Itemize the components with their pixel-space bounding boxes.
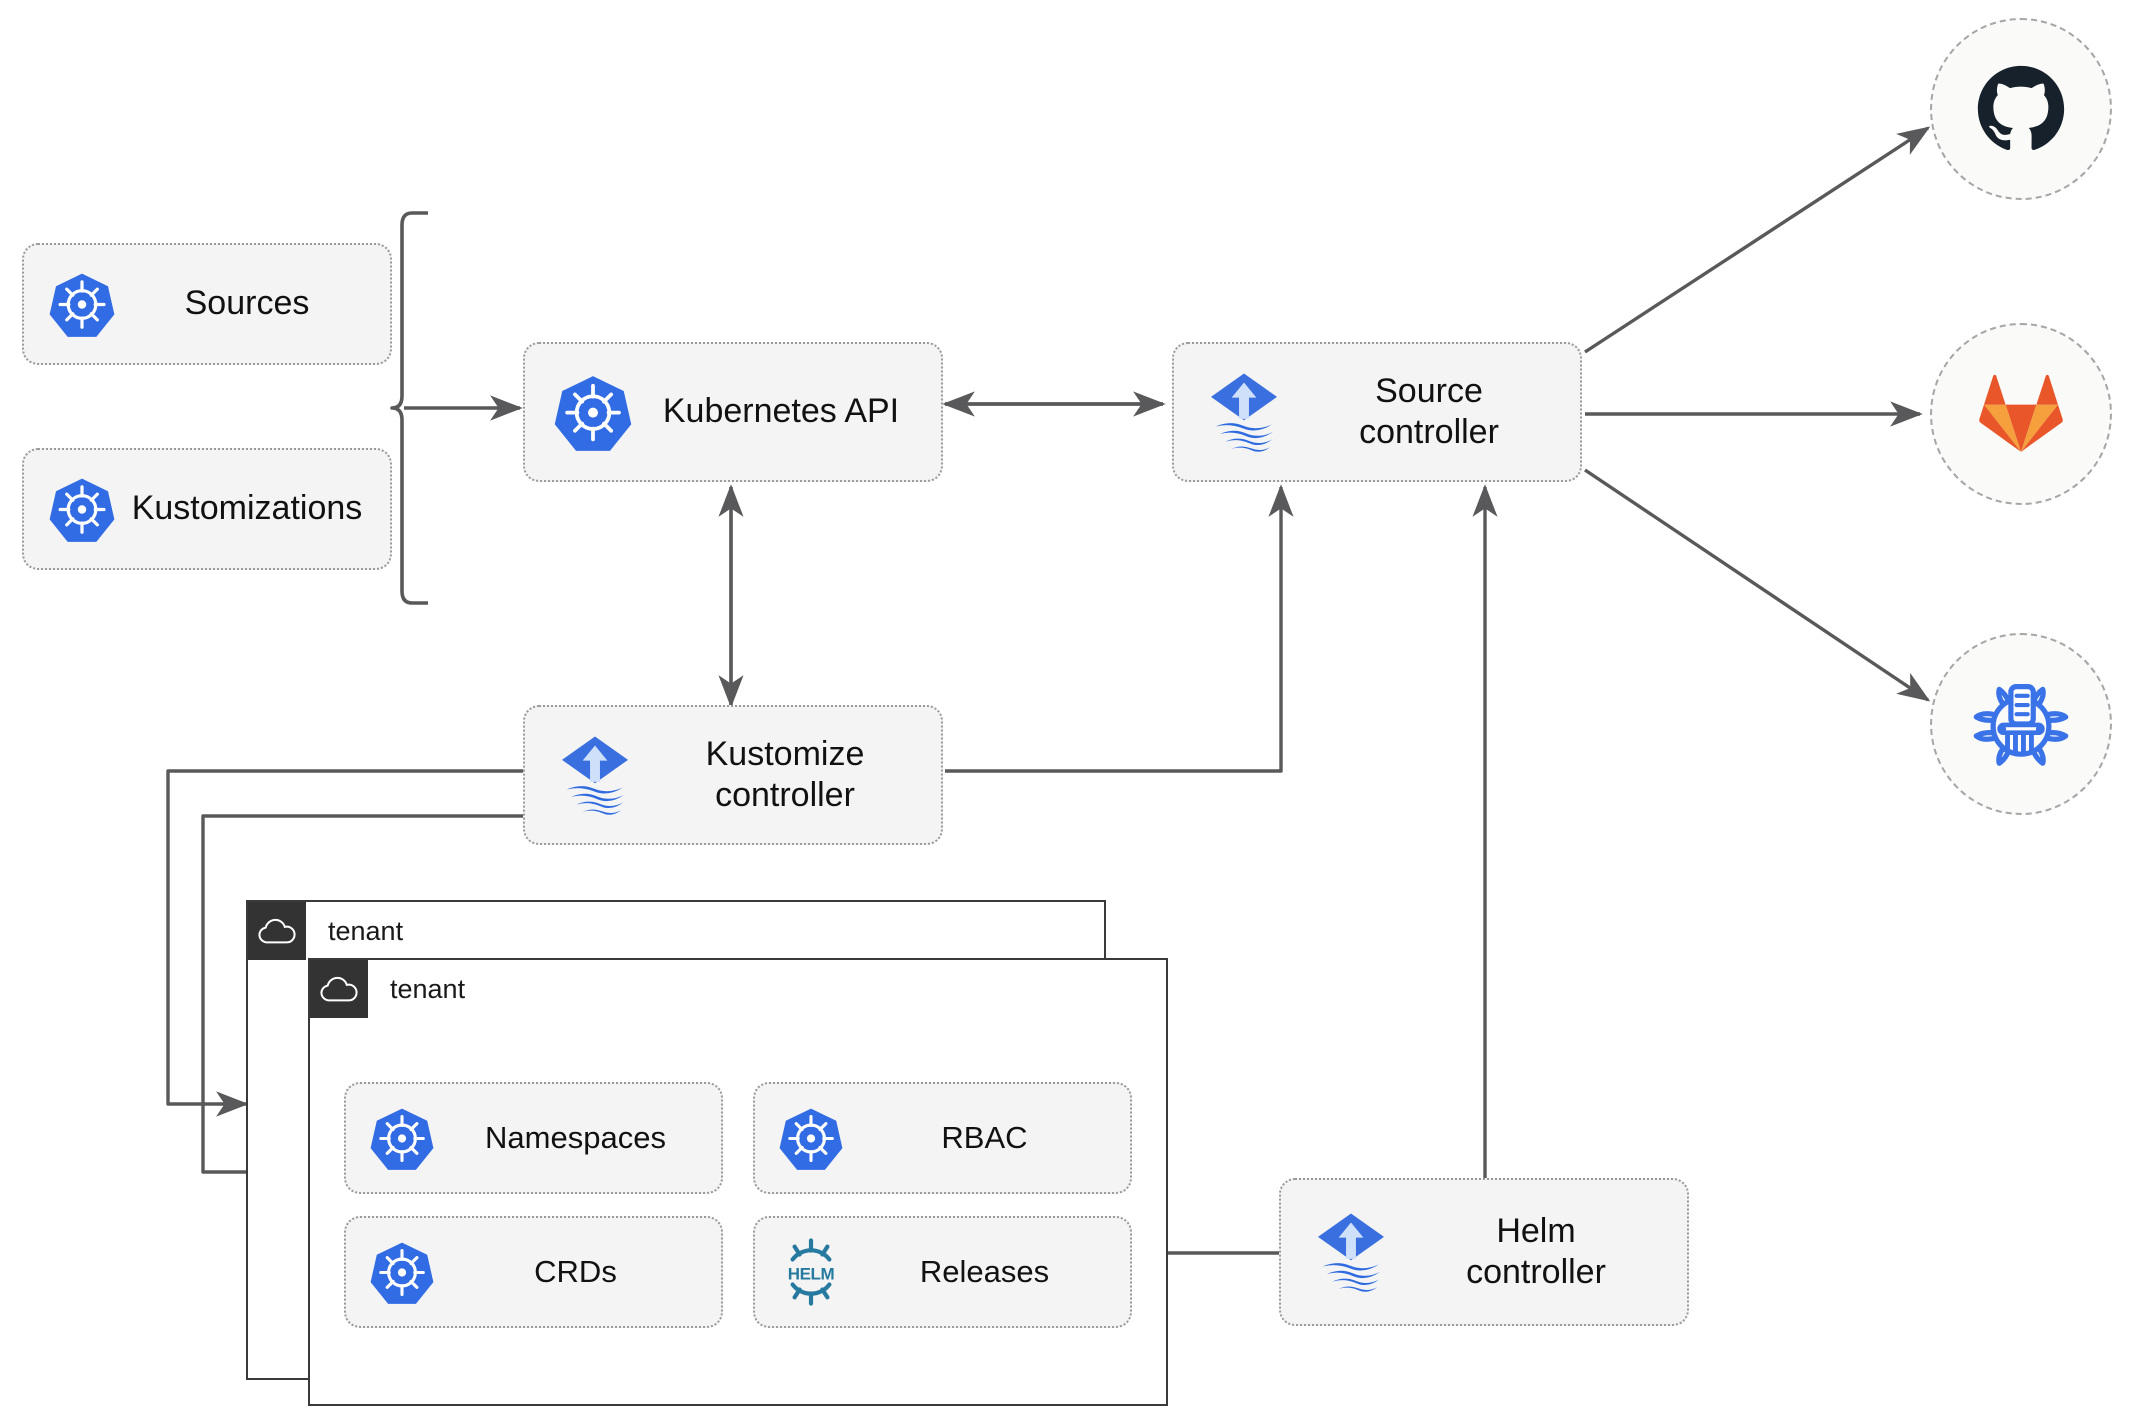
tenant-item-label: CRDs	[534, 1254, 617, 1290]
helm-controller-label: Helm controller	[1466, 1211, 1606, 1291]
github-icon	[1975, 63, 2067, 155]
kustomize-controller-node[interactable]: Kustomize controller	[523, 705, 943, 845]
resource-node-kustomizations[interactable]: Kustomizations	[22, 448, 392, 570]
helm-icon: HELM	[769, 1237, 853, 1307]
source-controller-node[interactable]: Source controller	[1172, 342, 1582, 482]
kubernetes-icon	[42, 476, 122, 542]
kubernetes-icon	[769, 1106, 853, 1170]
svg-text:HELM: HELM	[788, 1265, 835, 1284]
resource-node-sources[interactable]: Sources	[22, 243, 392, 365]
flux-icon	[1299, 1208, 1403, 1296]
tenant-item-label: Namespaces	[485, 1120, 666, 1156]
resource-label: Sources	[184, 284, 310, 323]
tenant-item-releases[interactable]: HELM Releases	[753, 1216, 1132, 1328]
provider-circle-gitlab[interactable]	[1930, 323, 2112, 505]
provider-circle-helm-repository[interactable]	[1930, 633, 2112, 815]
provider-circle-github[interactable]	[1930, 18, 2112, 200]
resource-label: Kustomizations	[131, 489, 363, 528]
tenant-item-rbac[interactable]: RBAC	[753, 1082, 1132, 1194]
tenant-item-label: RBAC	[941, 1120, 1028, 1156]
tenant-item-label: Releases	[919, 1254, 1050, 1290]
kubernetes-icon	[545, 373, 641, 451]
source-controller-label: Source controller	[1359, 371, 1499, 451]
gitlab-icon	[1977, 372, 2065, 456]
tenant-item-crds[interactable]: CRDs	[344, 1216, 723, 1328]
helm-repository-icon	[1972, 675, 2070, 773]
tenant-title: tenant	[390, 973, 466, 1004]
tenant-panel-front[interactable]: tenant	[308, 958, 1168, 1406]
tenant-resource-grid: Namespaces	[344, 1082, 1132, 1328]
tenant-header: tenant	[310, 960, 465, 1018]
cloud-icon	[310, 960, 368, 1018]
tenant-header: tenant	[248, 902, 403, 960]
kubernetes-api-node[interactable]: Kubernetes API	[523, 342, 943, 482]
flux-icon	[1192, 368, 1296, 456]
flux-icon	[543, 731, 647, 819]
cloud-icon	[248, 902, 306, 960]
kubernetes-icon	[360, 1106, 444, 1170]
kubernetes-icon	[360, 1240, 444, 1304]
kubernetes-icon	[42, 271, 122, 337]
tenant-title: tenant	[328, 915, 404, 946]
tenant-item-namespaces[interactable]: Namespaces	[344, 1082, 723, 1194]
kustomize-controller-label: Kustomize controller	[705, 734, 865, 814]
kubernetes-api-label: Kubernetes API	[662, 392, 900, 431]
helm-controller-node[interactable]: Helm controller	[1279, 1178, 1689, 1326]
